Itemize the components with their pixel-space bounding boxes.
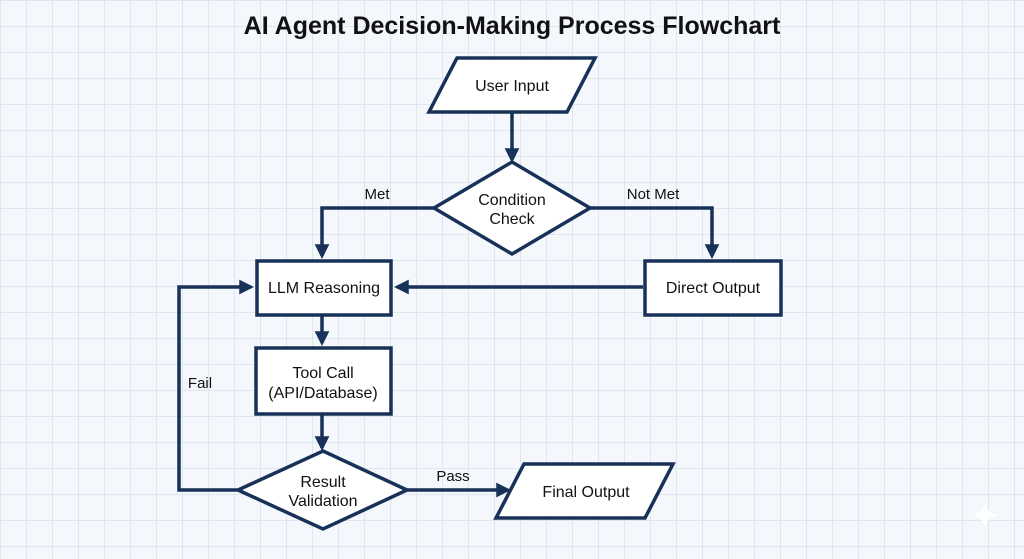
edge-label-met: Met [364, 186, 390, 203]
node-user-input: User Input [426, 56, 598, 114]
edges [177, 112, 720, 498]
node-user-input-label: User Input [475, 78, 549, 95]
node-result-validation: Result Validation [233, 449, 412, 531]
node-tool-call-label-line1: Tool Call [292, 365, 353, 382]
edge-label-fail: Fail [188, 375, 212, 392]
node-tool-call-label-line2: (API/Database) [268, 385, 377, 402]
node-llm-reasoning-label: LLM Reasoning [268, 280, 380, 297]
node-result-validation-label-line1: Result [300, 474, 346, 491]
edge-label-not-met: Not Met [627, 186, 680, 203]
diagram-title: AI Agent Decision-Making Process Flowcha… [244, 12, 781, 40]
edge-validation-fail [177, 279, 254, 492]
edge-condition-met [314, 206, 434, 259]
edge-condition-not-met [590, 206, 720, 259]
node-condition-check-label-line1: Condition [478, 192, 546, 209]
node-direct-output: Direct Output [643, 259, 783, 317]
node-tool-call: Tool Call (API/Database) [254, 346, 393, 416]
node-condition-check-label-line2: Check [489, 211, 535, 228]
node-llm-reasoning: LLM Reasoning [255, 259, 393, 317]
edge-label-pass: Pass [436, 468, 469, 485]
node-direct-output-label: Direct Output [666, 280, 761, 297]
node-condition-check: Condition Check [430, 159, 594, 257]
node-result-validation-label-line2: Validation [288, 493, 357, 510]
sparkle-icon [972, 502, 998, 528]
node-final-output-label: Final Output [542, 484, 630, 501]
node-final-output: Final Output [493, 462, 676, 520]
